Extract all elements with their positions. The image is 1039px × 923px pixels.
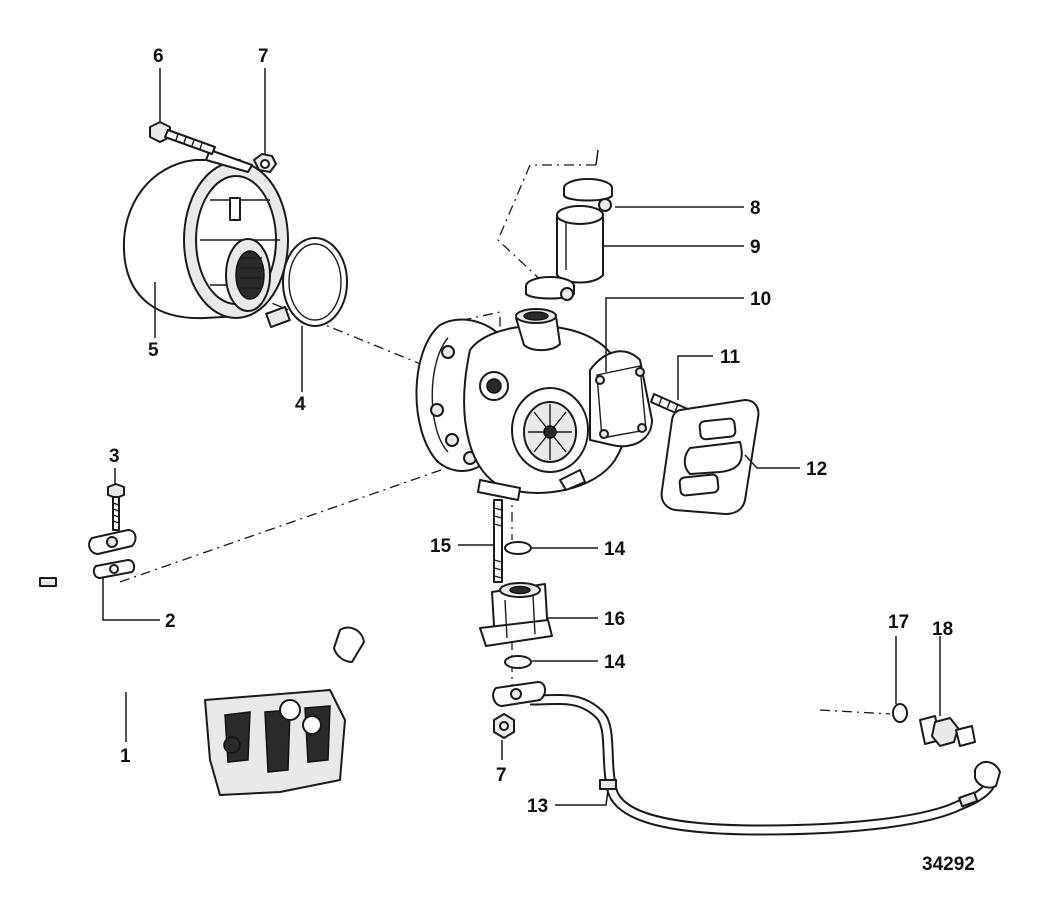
tube-gasket — [92, 559, 136, 579]
callout-14-lower: 14 — [604, 652, 626, 673]
turbo-gasket — [660, 399, 760, 515]
adapter — [479, 582, 553, 647]
callout-5: 5 — [148, 340, 159, 361]
callout-2: 2 — [165, 611, 176, 632]
mounting-bolt — [149, 121, 216, 155]
callout-7-top: 7 — [258, 46, 269, 67]
callout-11: 11 — [720, 347, 741, 368]
callout-1: 1 — [120, 746, 131, 767]
callout-17: 17 — [888, 612, 909, 633]
callout-15: 15 — [430, 536, 452, 557]
callout-7-bottom: 7 — [496, 765, 507, 786]
callout-numbers: 6 7 5 4 8 9 10 11 12 3 2 1 15 14 16 14 7… — [109, 46, 975, 875]
callout-13: 13 — [527, 796, 548, 817]
callout-8: 8 — [750, 198, 761, 219]
callout-4: 4 — [295, 394, 306, 415]
nut-top — [253, 153, 277, 173]
stud-lower — [493, 499, 503, 583]
supply-tube-flange — [88, 529, 137, 555]
callout-16: 16 — [604, 609, 625, 630]
hose-top-line — [595, 149, 599, 166]
callout-14-upper: 14 — [604, 539, 626, 560]
o-ring-fitting — [892, 703, 908, 723]
o-ring-upper — [504, 541, 532, 555]
o-ring-lower — [504, 655, 532, 669]
leader-lines — [102, 68, 941, 806]
oil-supply-tube — [39, 509, 365, 694]
hose — [556, 205, 604, 284]
callout-6: 6 — [153, 46, 164, 67]
oil-return-tube — [492, 681, 1001, 836]
hose-clamp — [265, 237, 348, 328]
nut-bottom — [493, 713, 515, 739]
fitting — [919, 715, 976, 747]
air-filter-silencer — [122, 149, 289, 320]
hose-clamp-lower — [525, 276, 575, 301]
callout-12: 12 — [806, 459, 827, 480]
engine-block-section — [204, 689, 346, 796]
callout-18: 18 — [932, 619, 953, 640]
callout-10: 10 — [750, 289, 771, 310]
callout-3: 3 — [109, 446, 120, 467]
hose-clamp-upper — [563, 178, 613, 212]
figure-reference-number: 34292 — [922, 854, 975, 875]
callout-9: 9 — [750, 237, 761, 258]
turbocharger — [415, 308, 653, 501]
tube-bolt — [107, 483, 125, 531]
